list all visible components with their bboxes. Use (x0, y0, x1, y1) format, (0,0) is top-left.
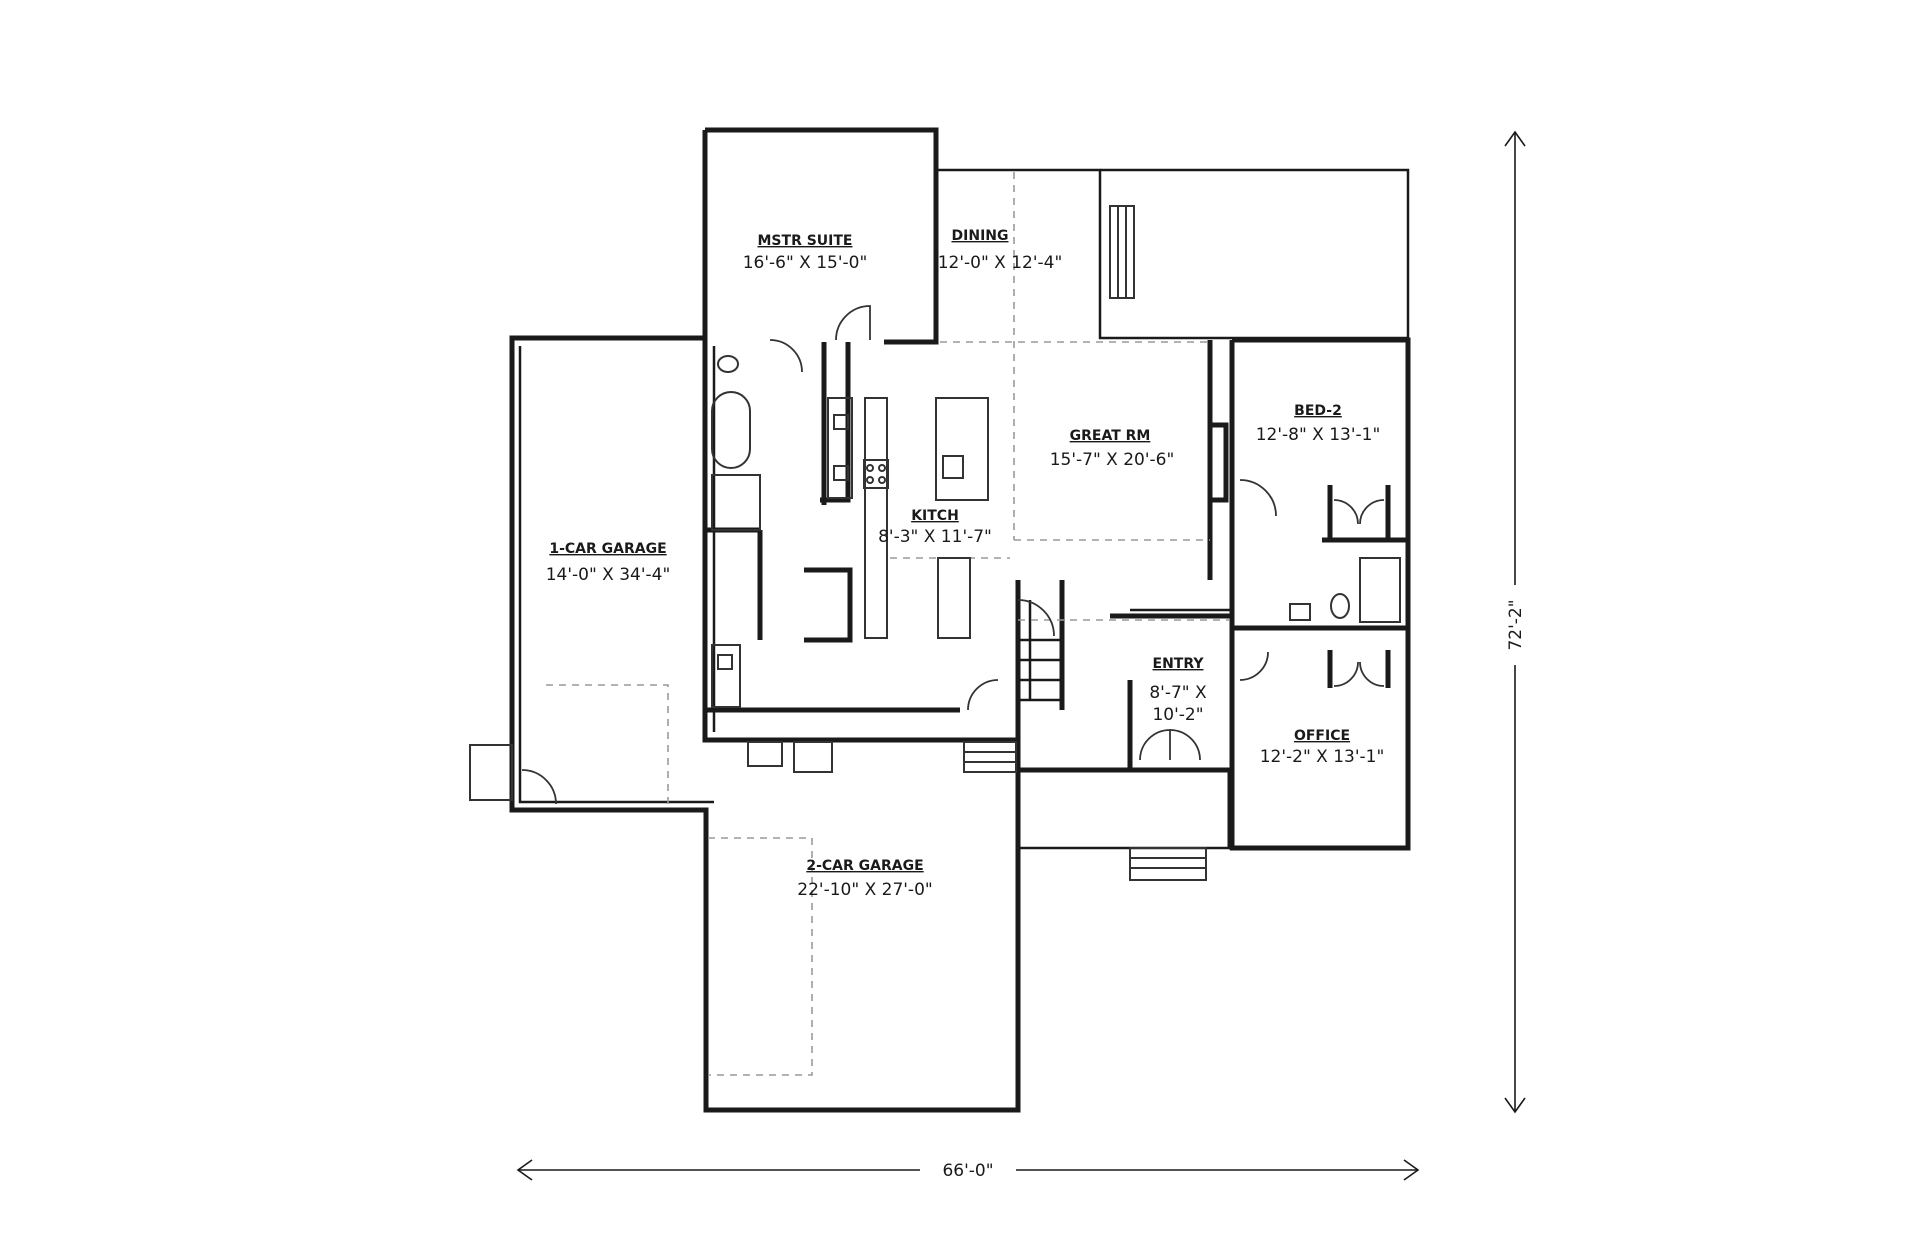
room-dims-one-car-garage: 14'-0" X 34'-4" (546, 565, 671, 585)
overall-width-label: 66'-0" (942, 1161, 993, 1181)
room-dims-entry-line1: 8'-7" X (1149, 683, 1207, 703)
room-dims-office: 12'-2" X 13'-1" (1260, 747, 1385, 767)
fixtures (469, 205, 1401, 881)
interior-walls (705, 340, 1408, 850)
room-dims-kitch: 8'-3" X 11'-7" (878, 527, 992, 547)
room-name-one-car-garage: 1-CAR GARAGE (549, 541, 666, 557)
door-swings (521, 305, 1385, 805)
room-labels: MSTR SUITE 16'-6" X 15'-0" DINING 12'-0"… (546, 228, 1385, 900)
room-name-great-rm: GREAT RM (1070, 428, 1151, 444)
room-name-mstr-suite: MSTR SUITE (758, 233, 853, 249)
room-dims-entry-line2: 10'-2" (1152, 705, 1203, 725)
room-dims-dining: 12'-0" X 12'-4" (938, 253, 1063, 273)
dashed-lines (546, 172, 1230, 1076)
room-name-bed-2: BED-2 (1294, 403, 1342, 419)
outer-walls (509, 127, 1411, 1113)
overall-depth-label: 72'-2" (1506, 599, 1526, 650)
room-dims-great-rm: 15'-7" X 20'-6" (1050, 450, 1175, 470)
room-name-office: OFFICE (1294, 728, 1350, 744)
room-name-two-car-garage: 2-CAR GARAGE (806, 858, 923, 874)
overall-depth-dimension: 72'-2" (1503, 130, 1527, 1114)
room-name-kitch: KITCH (911, 508, 959, 524)
room-dims-bed-2: 12'-8" X 13'-1" (1256, 425, 1381, 445)
room-dims-mstr-suite: 16'-6" X 15'-0" (743, 253, 868, 273)
room-name-entry: ENTRY (1153, 656, 1205, 672)
room-name-dining: DINING (952, 228, 1009, 244)
room-dims-two-car-garage: 22'-10" X 27'-0" (797, 880, 932, 900)
overall-width-dimension: 66'-0" (516, 1158, 1420, 1182)
